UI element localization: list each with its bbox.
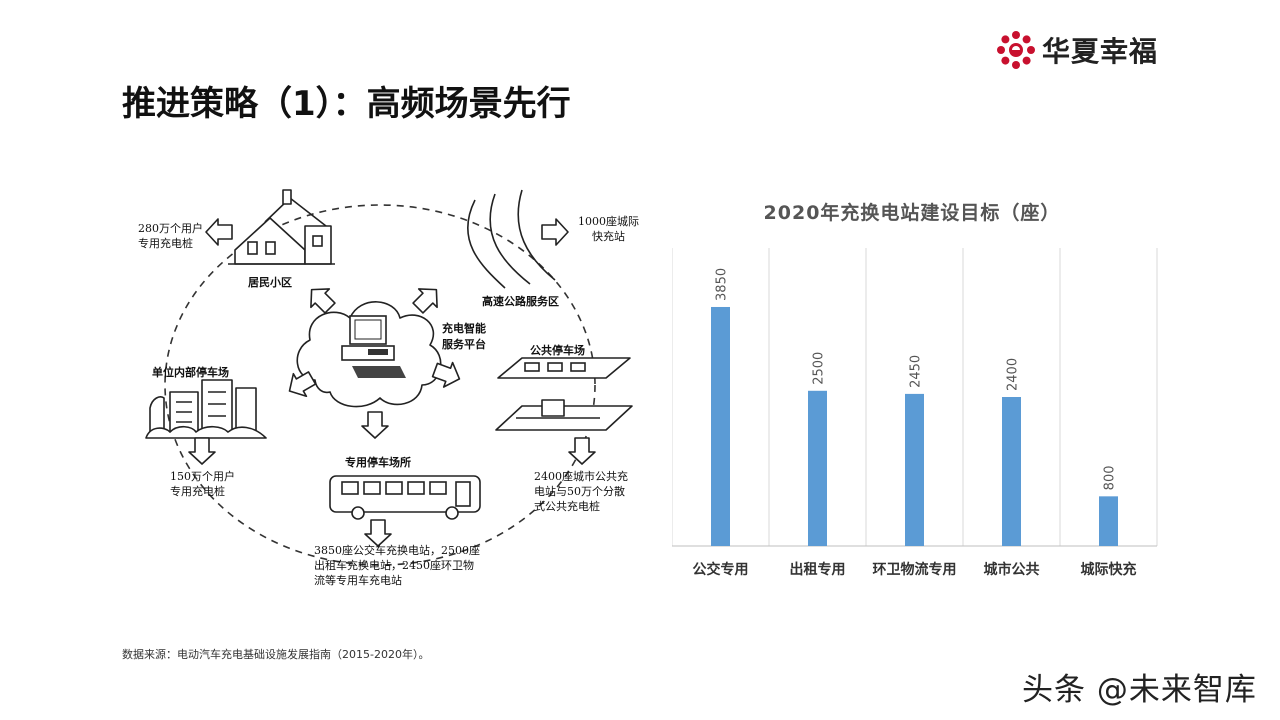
bar <box>1002 397 1021 546</box>
dedicated-parking-note-line1: 3850座公交车充换电站，2500座 <box>314 543 480 557</box>
office-building-icon <box>145 379 267 439</box>
bar-value-label: 2450 <box>909 355 924 388</box>
unit-parking-note-line2: 专用充电桩 <box>170 484 225 498</box>
parking-lot-icon <box>495 357 633 431</box>
cloud-platform-icon <box>296 301 442 408</box>
residential-note-line2: 专用充电桩 <box>138 236 193 250</box>
public-parking-note-line2: 电站与50万个分散 <box>534 484 625 498</box>
public-parking-note-line3: 式公共充电桩 <box>534 499 600 513</box>
dedicated-parking-note-line3: 流等专用车充电站 <box>314 573 402 587</box>
bus-icon <box>329 475 481 520</box>
data-source-note: 数据来源：电动汽车充电基础设施发展指南（2015-2020年）。 <box>122 648 430 661</box>
residential-out-arrow <box>205 218 233 246</box>
bar <box>808 390 827 546</box>
bar-value-label: 800 <box>1103 466 1118 491</box>
public-parking-label: 公共停车场 <box>530 343 585 357</box>
dedicated-parking-note-line2: 出租车充换电站，2450座环卫物 <box>314 558 474 572</box>
category-label: 城际快充 <box>1081 561 1137 578</box>
bar-value-label: 2500 <box>812 352 827 385</box>
highway-road-icon <box>466 189 556 289</box>
dedicated-parking-label: 专用停车场所 <box>345 455 411 469</box>
brand-logo: 华夏幸福 <box>996 30 1158 70</box>
chart-title: 2020年充换电站建设目标（座） <box>763 202 1061 224</box>
bar <box>711 306 730 546</box>
bar-value-label: 3850 <box>715 268 730 301</box>
category-label: 城市公共 <box>984 561 1040 578</box>
brand-flower-icon <box>997 31 1035 69</box>
highway-note-line1: 1000座城际 <box>578 214 639 228</box>
highway-out-arrow <box>541 218 569 246</box>
brand-name: 华夏幸福 <box>1042 35 1159 68</box>
bar <box>905 393 924 546</box>
residential-note-line1: 280万个用户 <box>138 221 203 235</box>
platform-arrows <box>288 288 461 439</box>
highway-note-line2: 快充站 <box>592 229 625 243</box>
house-icon <box>228 189 335 265</box>
page-title: 推进策略（1）：高频场景先行 <box>122 84 571 124</box>
bar-chart: 3850 公交专用 2500 出租专用 2450 环卫物流专用 2400 城市公共 800 城际快… <box>672 248 1158 578</box>
watermark: 头条 @未来智库 <box>1022 672 1257 708</box>
unit-parking-note-line1: 150万个用户 <box>170 469 235 483</box>
unit-parking-label: 单位内部停车场 <box>152 365 229 379</box>
platform-label-line1: 充电智能 <box>442 321 486 335</box>
category-label: 环卫物流专用 <box>873 561 957 578</box>
unit-parking-out-arrow <box>188 437 216 465</box>
dedicated-parking-out-arrow <box>364 519 392 547</box>
category-label: 出租专用 <box>790 561 846 578</box>
category-label: 公交专用 <box>693 561 749 578</box>
platform-label-line2: 服务平台 <box>442 337 486 351</box>
public-parking-out-arrow <box>568 437 596 465</box>
residential-label: 居民小区 <box>248 275 292 289</box>
dashed-ring <box>164 204 596 566</box>
highway-label: 高速公路服务区 <box>482 294 559 308</box>
bar <box>1099 496 1118 546</box>
bar-value-label: 2400 <box>1006 358 1021 391</box>
public-parking-note-line1: 2400座城市公共充 <box>534 469 628 483</box>
charging-scenario-diagram: 充电智能 服务平台 居民小区 280万个用户 专用充电桩 1000座城际 快充站… <box>138 189 639 587</box>
